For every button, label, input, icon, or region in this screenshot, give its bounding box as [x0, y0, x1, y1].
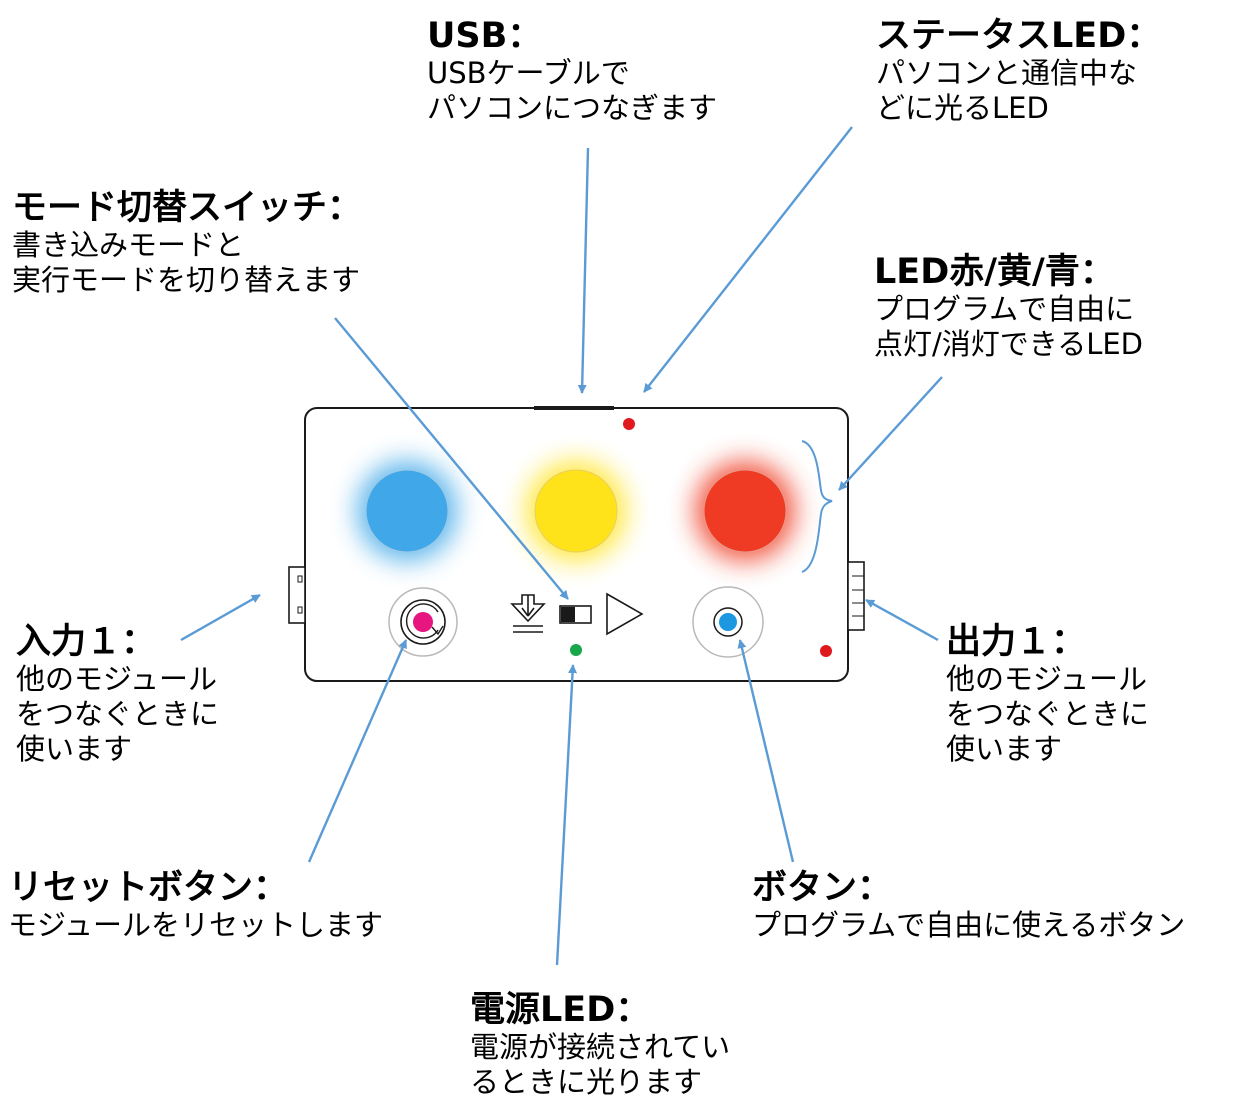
callout-title: USB： [427, 16, 543, 56]
download-icon [510, 594, 546, 633]
led-blue [357, 461, 457, 561]
mode-switch[interactable] [510, 592, 644, 636]
callout-power-led: 電源LED： 電源が接続されてい るときに光ります [470, 990, 730, 1100]
callout-description: 書き込みモードと 実行モードを切り替えます [12, 228, 361, 297]
callout-title: モード切替スイッチ： [12, 188, 363, 228]
output-status-led [820, 645, 832, 657]
callout-title: 入力１： [16, 622, 157, 662]
callout-description: モジュールをリセットします [8, 908, 383, 942]
callout-title: リセットボタン： [8, 868, 289, 908]
led-yellow [526, 461, 626, 561]
status-led-arrow [643, 126, 853, 393]
callout-title: 出力１： [946, 622, 1087, 662]
switch-toggle-icon [559, 605, 592, 624]
callout-status-led: ステータスLED： パソコンと通信中な どに光るLED [876, 16, 1161, 126]
callout-description: プログラムで自由に 点灯/消灯できるLED [874, 292, 1144, 361]
mode-switch-arrow [334, 317, 569, 600]
callout-description: 電源が接続されてい るときに光ります [470, 1030, 731, 1099]
play-icon [606, 592, 644, 636]
callout-description: プログラムで自由に使えるボタン [752, 908, 1186, 942]
callout-title: 電源LED： [470, 990, 651, 1030]
callout-usb: USB： USBケーブルで パソコンにつなぎます [427, 16, 717, 126]
callout-description: USBケーブルで パソコンにつなぎます [427, 56, 718, 125]
usb-arrow [577, 147, 590, 394]
input-connector [288, 566, 306, 624]
callout-description: 他のモジュール をつなぐときに 使います [946, 662, 1150, 766]
callout-title: ボタン： [752, 868, 893, 908]
callout-title: ステータスLED： [876, 16, 1162, 56]
callout-rgb-led: LED赤/黄/青： プログラムで自由に 点灯/消灯できるLED [874, 252, 1143, 362]
rgb-led-arrow [838, 376, 943, 491]
reset-button[interactable] [388, 587, 458, 657]
callout-button: ボタン： プログラムで自由に使えるボタン [752, 868, 1185, 943]
callout-input1: 入力１： 他のモジュール をつなぐときに 使います [16, 622, 219, 767]
callout-description: 他のモジュール をつなぐときに 使います [16, 662, 220, 766]
led-red [695, 461, 795, 561]
button-arrow [737, 639, 795, 863]
status-led [623, 418, 635, 430]
output1-arrow [865, 598, 939, 642]
leader-arrows [180, 126, 943, 966]
callout-output1: 出力１： 他のモジュール をつなぐときに 使います [946, 622, 1149, 767]
callout-description: パソコンと通信中な どに光るLED [876, 56, 1138, 125]
power-led-arrow [555, 664, 578, 966]
output-connector [847, 561, 865, 631]
reset-button-arrow [307, 639, 408, 863]
power-led [570, 644, 582, 656]
input1-arrow [180, 593, 261, 642]
callout-reset-button: リセットボタン： モジュールをリセットします [8, 868, 383, 943]
user-button[interactable] [692, 586, 764, 658]
callout-mode-switch: モード切替スイッチ： 書き込みモードと 実行モードを切り替えます [12, 188, 362, 298]
callout-title: LED赤/黄/青： [874, 252, 1115, 292]
led-group-bracket [801, 440, 833, 573]
